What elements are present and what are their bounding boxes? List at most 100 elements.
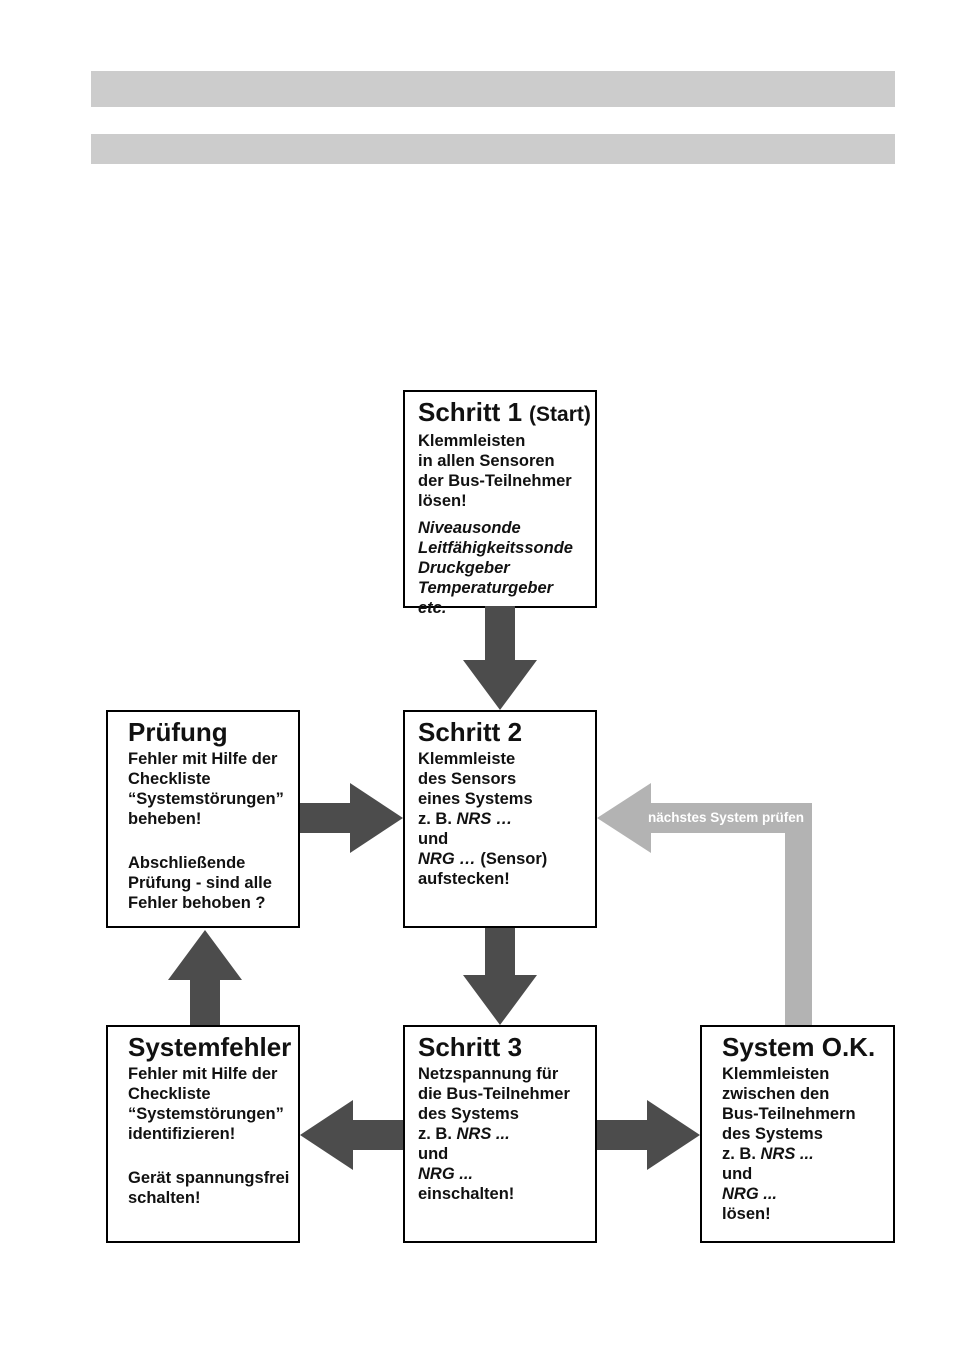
- text-line: die Bus-Teilnehmer: [418, 1084, 585, 1104]
- text-line: und: [722, 1164, 883, 1184]
- box-title: Prüfung: [128, 717, 228, 747]
- arrow-down-schritt2-to-schritt3-icon: [463, 928, 537, 1025]
- box-title-suffix: (Start): [529, 403, 591, 426]
- text-segment: und: [722, 1165, 753, 1183]
- text-line: Druckgeber: [418, 559, 510, 577]
- flow-box-pruefung: Prüfung Fehler mit Hilfe der Checkliste …: [106, 710, 300, 928]
- text-line: in allen Sensoren: [418, 452, 555, 470]
- text-line: Checkliste: [128, 770, 211, 788]
- flow-box-system-ok: System O.K. Klemmleisten zwischen den Bu…: [700, 1025, 895, 1243]
- text-segment: des Sensors: [418, 770, 517, 788]
- paragraph: Klemmleiste des Sensors eines Systems z.…: [418, 749, 585, 889]
- text-line: einschalten!: [418, 1184, 585, 1204]
- text-line: NRG ...: [418, 1164, 585, 1184]
- arrow-gray-systemok-to-schritt2-icon: [597, 783, 812, 1025]
- paragraph-italic: Niveausonde Leitfähigkeitssonde Druckgeb…: [418, 518, 585, 618]
- text-line: z. B. NRS ...: [418, 1124, 585, 1144]
- header-bar-1: [91, 71, 895, 107]
- text-segment-italic: NRG ...: [722, 1185, 778, 1203]
- text-line: Prüfung - sind alle: [128, 874, 272, 892]
- text-line: z. B. NRS ...: [722, 1144, 883, 1164]
- text-line: Bus-Teilnehmern: [722, 1104, 883, 1124]
- text-line: Checkliste: [128, 1085, 211, 1103]
- text-segment-italic: NRG …: [418, 850, 476, 868]
- text-line: z. B. NRS …: [418, 809, 585, 829]
- text-line: des Sensors: [418, 769, 585, 789]
- text-segment: lösen!: [722, 1205, 771, 1223]
- box-title: System O.K.: [722, 1032, 876, 1062]
- text-line: lösen!: [722, 1204, 883, 1224]
- text-segment-italic: NRS ...: [456, 1125, 510, 1143]
- text-segment: und: [418, 830, 449, 848]
- box-title: Schritt 3: [418, 1032, 523, 1062]
- text-line: “Systemstörungen”: [128, 1105, 284, 1123]
- text-line: Netzspannung für: [418, 1064, 585, 1084]
- text-segment: z. B.: [418, 810, 457, 828]
- text-segment: z. B.: [418, 1125, 457, 1143]
- arrow-down-schritt1-to-schritt2-icon: [463, 606, 537, 710]
- text-line: Leitfähigkeitssonde: [418, 539, 573, 557]
- text-line: und: [418, 1144, 585, 1164]
- text-line: des Systems: [722, 1124, 883, 1144]
- flow-box-schritt3: Schritt 3 Netzspannung für die Bus-Teiln…: [403, 1025, 597, 1243]
- text-line: Klemmleisten: [722, 1064, 883, 1084]
- text-segment: und: [418, 1145, 449, 1163]
- text-line: der Bus-Teilnehmer: [418, 472, 572, 490]
- paragraph: Klemmleisten in allen Sensoren der Bus-T…: [418, 431, 585, 511]
- text-segment: einschalten!: [418, 1185, 515, 1203]
- box-title: Systemfehler: [128, 1032, 292, 1062]
- arrow-right-pruefung-to-schritt2-icon: [300, 783, 403, 853]
- text-segment-italic: NRS ...: [760, 1145, 814, 1163]
- paragraph: Fehler mit Hilfe der Checkliste “Systems…: [128, 1064, 288, 1144]
- flow-box-systemfehler: Systemfehler Fehler mit Hilfe der Checkl…: [106, 1025, 300, 1243]
- text-line: Gerät spannungsfrei: [128, 1169, 290, 1187]
- box-title: Schritt 1 (Start): [418, 397, 591, 428]
- text-segment: die Bus-Teilnehmer: [418, 1085, 570, 1103]
- text-segment: des Systems: [418, 1105, 519, 1123]
- text-segment: zwischen den: [722, 1085, 830, 1103]
- text-segment-italic: NRS …: [456, 810, 513, 828]
- box-title-text: Schritt 1: [418, 397, 523, 427]
- text-line: aufstecken!: [418, 869, 585, 889]
- text-line: und: [418, 829, 585, 849]
- text-segment: z. B.: [722, 1145, 761, 1163]
- text-line: lösen!: [418, 492, 467, 510]
- text-line: des Systems: [418, 1104, 585, 1124]
- text-line: NRG ...: [722, 1184, 883, 1204]
- text-segment: Klemmleiste: [418, 750, 516, 768]
- text-segment: des Systems: [722, 1125, 823, 1143]
- text-segment: Bus-Teilnehmern: [722, 1105, 856, 1123]
- text-segment: eines Systems: [418, 790, 533, 808]
- text-line: Abschließende: [128, 854, 246, 872]
- text-segment-italic: NRG ...: [418, 1165, 474, 1183]
- arrow-right-schritt3-to-systemok-icon: [597, 1100, 700, 1170]
- text-line: Klemmleisten: [418, 432, 526, 450]
- text-line: NRG … (Sensor): [418, 849, 585, 869]
- text-segment: aufstecken!: [418, 870, 510, 888]
- text-line: eines Systems: [418, 789, 585, 809]
- box-title: Schritt 2: [418, 717, 523, 747]
- header-bar-2: [91, 134, 895, 164]
- paragraph: Klemmleisten zwischen den Bus-Teilnehmer…: [722, 1064, 883, 1224]
- text-line: Temperaturgeber: [418, 579, 554, 597]
- text-line: Niveausonde: [418, 519, 521, 537]
- flow-box-schritt1: Schritt 1 (Start) Klemmleisten in allen S…: [403, 390, 597, 617]
- paragraph: Netzspannung für die Bus-Teilnehmer des …: [418, 1064, 585, 1204]
- paragraph: Gerät spannungsfrei schalten!: [128, 1168, 290, 1208]
- gray-arrow-label: nächstes System prüfen: [647, 810, 805, 825]
- arrow-up-systemfehler-to-pruefung-icon: [168, 930, 242, 1025]
- arrow-left-schritt3-to-systemfehler-icon: [300, 1100, 403, 1170]
- text-line: etc.: [418, 599, 447, 617]
- text-line: “Systemstörungen”: [128, 790, 284, 808]
- text-line: Fehler mit Hilfe der: [128, 750, 278, 768]
- text-line: Fehler behoben ?: [128, 894, 266, 912]
- text-segment: Klemmleisten: [722, 1065, 830, 1083]
- text-line: schalten!: [128, 1189, 201, 1207]
- paragraph: Abschließende Prüfung - sind alle Fehler…: [128, 853, 288, 913]
- text-line: zwischen den: [722, 1084, 883, 1104]
- paragraph: Fehler mit Hilfe der Checkliste “Systems…: [128, 749, 288, 829]
- text-line: beheben!: [128, 810, 202, 828]
- text-line: Fehler mit Hilfe der: [128, 1065, 278, 1083]
- text-segment: (Sensor): [475, 850, 548, 868]
